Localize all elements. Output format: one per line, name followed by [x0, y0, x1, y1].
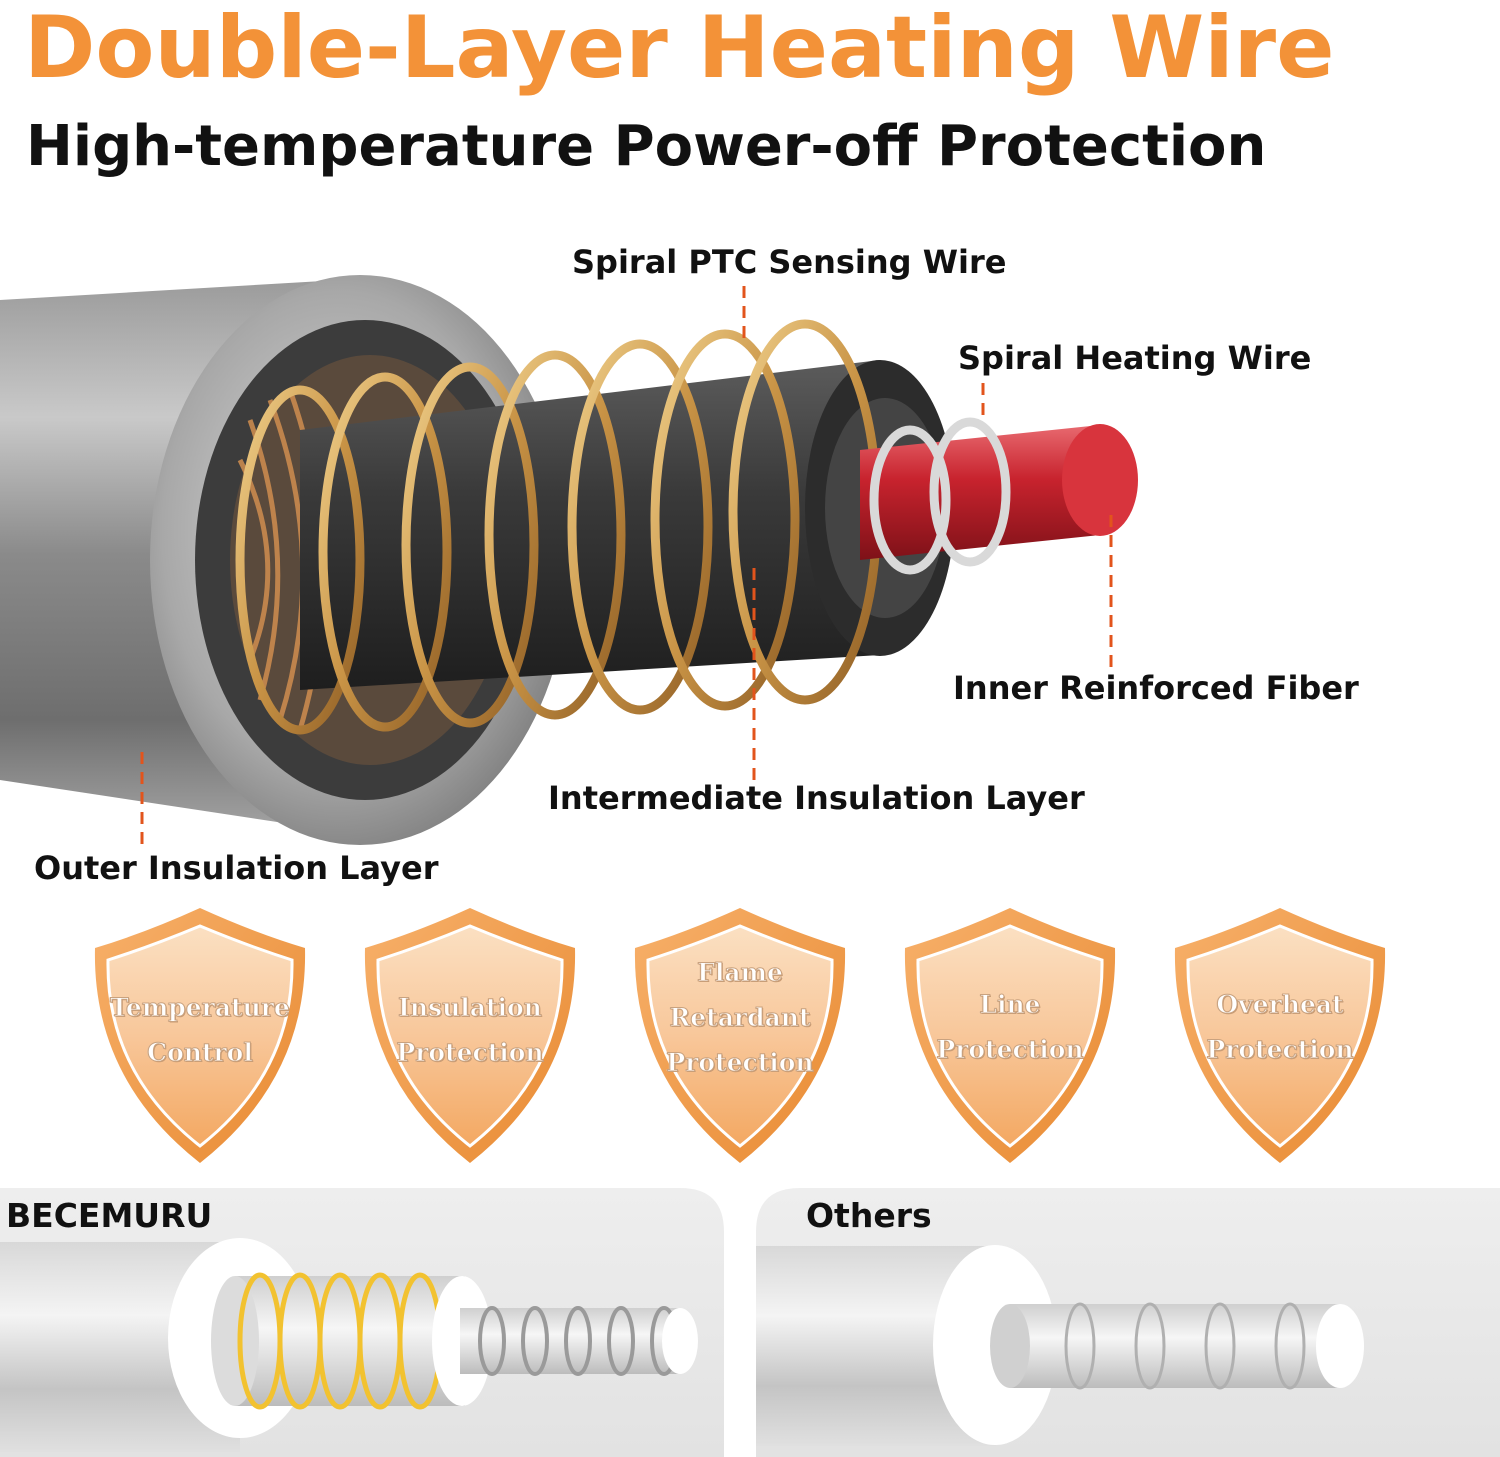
- shield-line: Protection: [1206, 1035, 1354, 1065]
- shield-label-temperature-control: Temperature Control: [90, 985, 310, 1075]
- callout-inner-reinforced-fiber: Inner Reinforced Fiber: [953, 669, 1359, 707]
- shield-line: Overheat: [1216, 990, 1344, 1020]
- shield-line: Protection: [396, 1038, 544, 1068]
- others-label: Others: [806, 1196, 932, 1235]
- shield-line: Retardant: [669, 1003, 811, 1033]
- becemuru-label: BECEMURU: [6, 1196, 213, 1235]
- callout-intermediate-insulation: Intermediate Insulation Layer: [548, 779, 1085, 817]
- page-subtitle: High-temperature Power-off Protection: [26, 114, 1267, 179]
- callout-outer-insulation: Outer Insulation Layer: [34, 849, 439, 887]
- shield-label-flame-retardant: Flame Retardant Protection: [630, 950, 850, 1085]
- shield-line: Protection: [666, 1048, 814, 1078]
- callout-ptc-sensing-wire: Spiral PTC Sensing Wire: [572, 243, 1007, 281]
- callout-spiral-heating-wire: Spiral Heating Wire: [958, 339, 1312, 377]
- shield-line: Temperature: [110, 993, 291, 1023]
- others-panel: [756, 1188, 1500, 1457]
- shield-label-overheat-protection: Overheat Protection: [1170, 982, 1390, 1072]
- shield-label-insulation-protection: Insulation Protection: [360, 985, 580, 1075]
- page-title: Double-Layer Heating Wire: [24, 0, 1335, 98]
- shield-line: Control: [147, 1038, 254, 1068]
- shield-line: Line: [979, 990, 1041, 1020]
- becemuru-panel: [0, 1188, 724, 1457]
- cable-cross-section-illustration: [0, 275, 1138, 850]
- shield-label-line-protection: Line Protection: [900, 982, 1120, 1072]
- shield-line: Flame: [697, 958, 784, 988]
- shield-line: Insulation: [398, 993, 543, 1023]
- shield-line: Protection: [936, 1035, 1084, 1065]
